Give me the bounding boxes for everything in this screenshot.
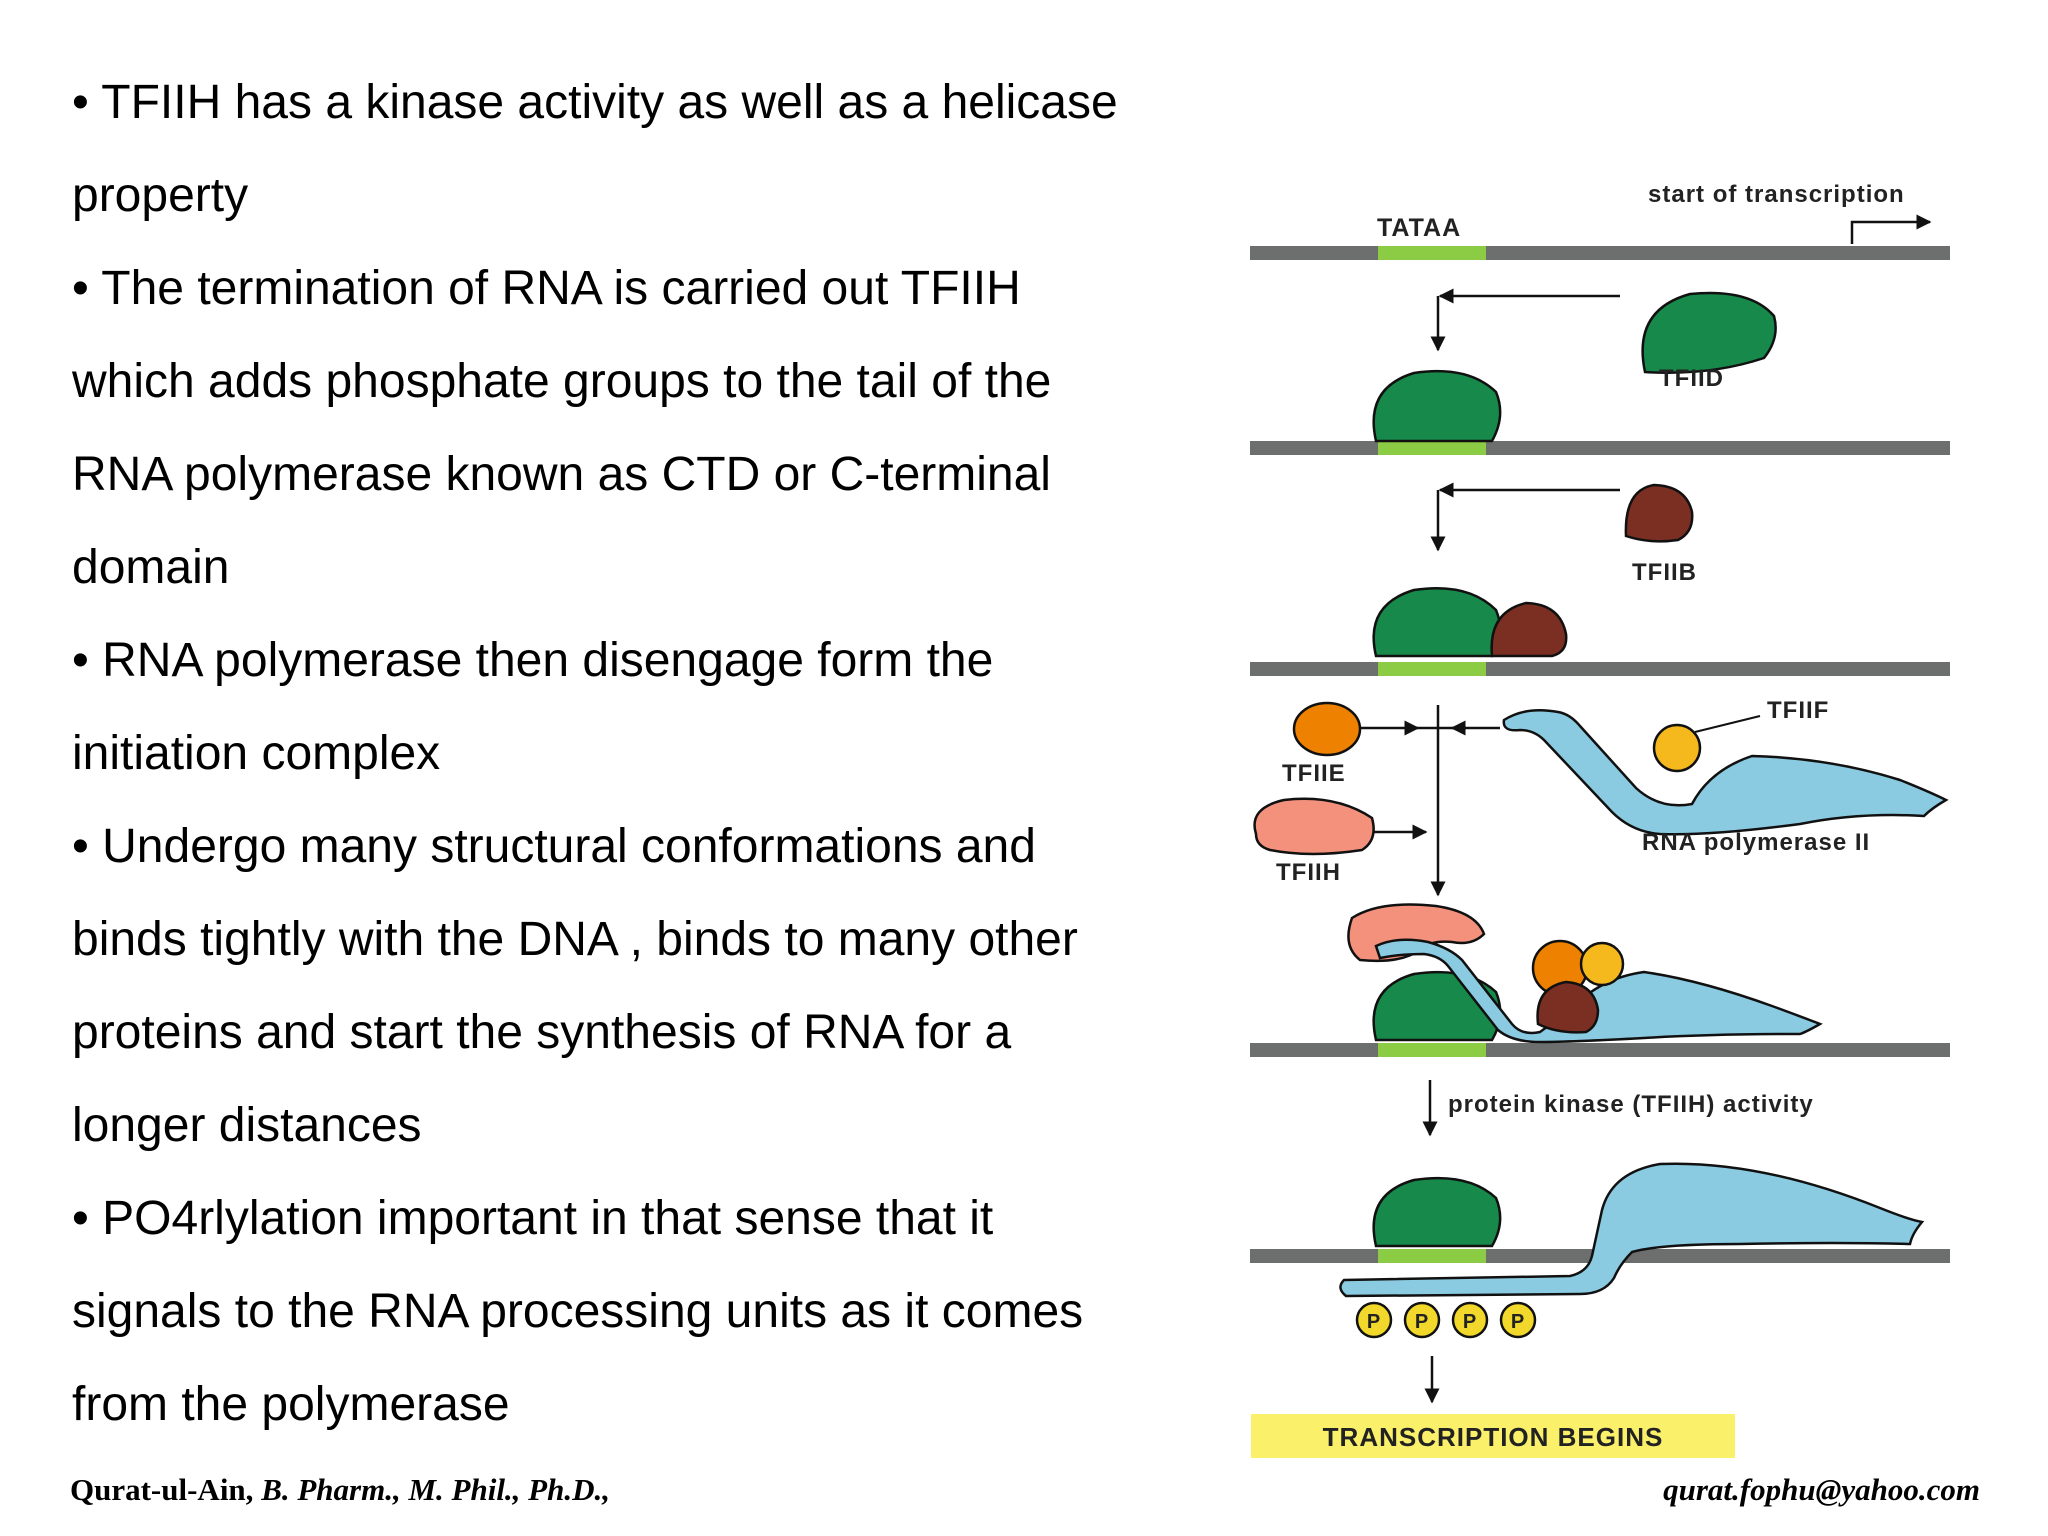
tfiih-label: TFIIH xyxy=(1276,859,1341,886)
author-name: Qurat-ul-Ain, xyxy=(70,1472,254,1507)
svg-text:P: P xyxy=(1415,1311,1429,1333)
rna-polymerase-ii xyxy=(1339,1162,1925,1298)
tfiib-protein xyxy=(1490,601,1568,658)
transcription-begins-label: TRANSCRIPTION BEGINS xyxy=(1323,1422,1664,1452)
rna-polymerase-ii xyxy=(1374,938,1823,1044)
tfiib-protein xyxy=(1536,980,1600,1034)
bullet-line: longer distances xyxy=(72,1099,422,1152)
tfiid-protein xyxy=(1372,586,1502,658)
bullet-line: • RNA polymerase then disengage form the xyxy=(72,634,994,687)
start-arrow-icon xyxy=(1850,214,1932,244)
tfiie-label: TFIIE xyxy=(1282,760,1346,787)
tfiie-protein xyxy=(1292,701,1362,757)
bullet-line: signals to the RNA processing units as i… xyxy=(72,1285,1084,1338)
tata-box xyxy=(1378,1249,1486,1263)
phosphate-group: P xyxy=(1403,1301,1441,1339)
transcription-initiation-diagram: TATAA start of transcription TFIID TFIIB… xyxy=(1250,181,1950,1458)
tata-box xyxy=(1378,246,1486,260)
tataa-label: TATAA xyxy=(1377,214,1461,242)
tfiid-protein xyxy=(1372,1176,1502,1248)
author-email: qurat.fophu@yahoo.com xyxy=(1663,1472,1980,1507)
tfiih-protein xyxy=(1253,797,1375,856)
phosphate-group: P xyxy=(1499,1301,1537,1339)
tfiib-protein xyxy=(1624,483,1694,543)
rna-polymerase-ii-label: RNA polymerase II xyxy=(1642,829,1870,856)
dna-strand xyxy=(1250,246,1950,260)
tfiib-label: TFIIB xyxy=(1632,559,1697,586)
tfiid-protein xyxy=(1641,291,1777,374)
tfiif-protein xyxy=(1652,723,1702,773)
svg-text:P: P xyxy=(1463,1311,1477,1333)
tata-box xyxy=(1378,662,1486,676)
tfiif-protein xyxy=(1579,941,1625,987)
transcription-begins-banner xyxy=(1251,1414,1735,1458)
dna-strand xyxy=(1250,441,1950,455)
bullet-line: initiation complex xyxy=(72,727,441,780)
svg-text:P: P xyxy=(1367,1311,1381,1333)
bullet-line: which adds phosphate groups to the tail … xyxy=(72,355,1052,408)
tfiif-pointer xyxy=(1694,715,1761,733)
phosphate-group: P xyxy=(1451,1301,1489,1339)
bullet-line: from the polymerase xyxy=(72,1378,510,1431)
kinase-activity-label: protein kinase (TFIIH) activity xyxy=(1448,1091,1814,1118)
bullet-line: • TFIIH has a kinase activity as well as… xyxy=(72,76,1118,129)
bullet-line: • The termination of RNA is carried out … xyxy=(72,262,1021,315)
tata-box xyxy=(1378,441,1486,455)
bullet-line: • PO4rlylation important in that sense t… xyxy=(72,1192,994,1245)
bullet-line: binds tightly with the DNA , binds to ma… xyxy=(72,913,1078,966)
tata-box xyxy=(1378,1043,1486,1057)
svg-text:P: P xyxy=(1511,1311,1525,1333)
start-of-transcription-label: start of transcription xyxy=(1648,181,1905,208)
author-credit: Qurat-ul-Ain, B. Pharm., M. Phil., Ph.D.… xyxy=(70,1472,610,1508)
bullet-text-block: • TFIIH has a kinase activity as well as… xyxy=(72,56,1232,1451)
bullet-line: property xyxy=(72,169,249,222)
tfiid-label: TFIID xyxy=(1659,365,1724,392)
bullet-line: • Undergo many structural conformations … xyxy=(72,820,1036,873)
bullet-line: RNA polymerase known as CTD or C-termina… xyxy=(72,448,1051,501)
phosphate-group: P xyxy=(1355,1301,1393,1339)
bullet-line: domain xyxy=(72,541,230,594)
dna-strand xyxy=(1250,1043,1950,1057)
rna-polymerase-ii xyxy=(1502,709,1949,836)
author-degrees: B. Pharm., M. Phil., Ph.D., xyxy=(261,1472,610,1507)
bullet-line: proteins and start the synthesis of RNA … xyxy=(72,1006,1012,1059)
tfiif-label: TFIIF xyxy=(1767,697,1829,724)
tfiid-protein xyxy=(1372,369,1502,443)
dna-strand xyxy=(1250,662,1950,676)
